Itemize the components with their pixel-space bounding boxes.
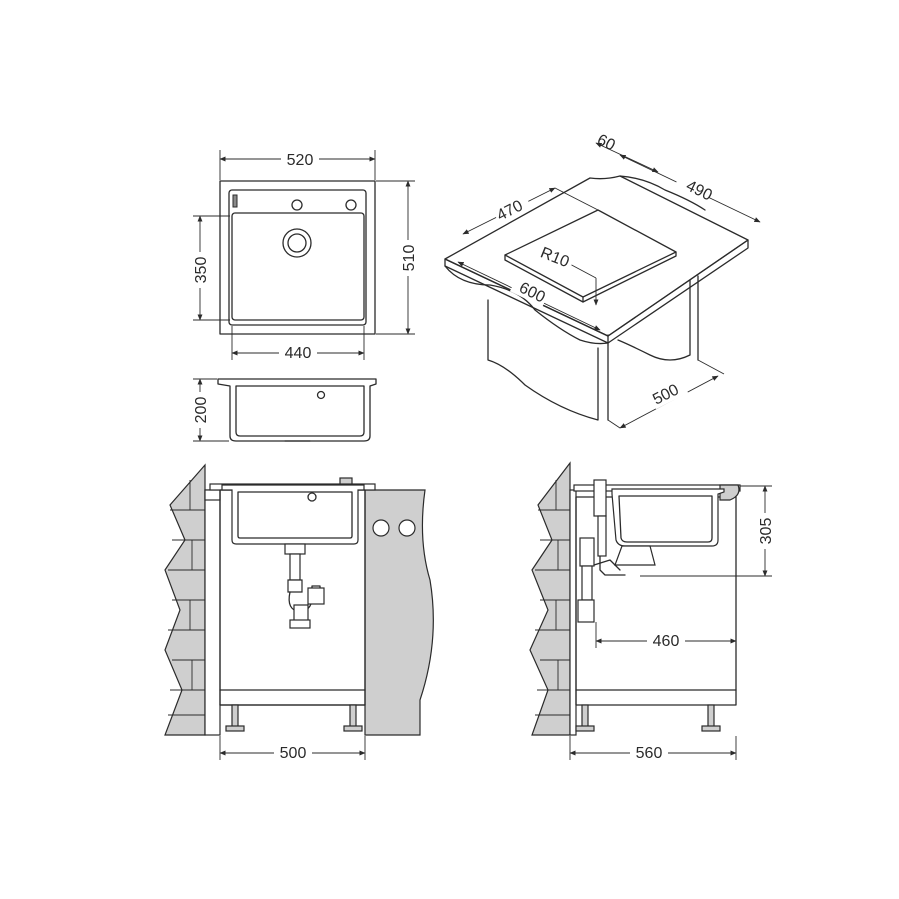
front-sink [221,484,365,545]
dim-bowl-width: 440 [285,345,312,362]
siphon-side [579,537,595,567]
bowl-outline [231,212,365,321]
leg-left [231,704,239,728]
dim-drain-offset: 460 [653,633,680,650]
dim-cutout-offset: 60 [594,131,618,154]
sink-section-outline [217,378,377,442]
side-installation-view: 305 460 560 [529,461,775,762]
side-leg-right [707,704,715,728]
overflow-hole-icon [345,199,357,211]
dim-bowl-depth: 200 [193,397,210,424]
wall-right-view [529,461,571,736]
sink-inner-rim [228,189,367,326]
socket-right-icon [398,519,416,537]
dim-top-height: 510 [401,245,418,272]
cabinet-side-panel [617,279,691,361]
socket-left-icon [372,519,390,537]
waste-basket [614,545,656,566]
cabinet-front-panel [487,299,599,421]
front-installation-view: 500 [164,463,434,762]
sink-outer-outline [219,180,376,335]
drain-inner-icon [287,233,307,253]
dim-drain-depth: 305 [758,518,775,545]
isometric-view: 60 490 470 R10 600 500 [444,131,761,429]
drain-outer-icon [282,228,312,258]
side-leg-left [581,704,589,728]
dim-cabinet-front-width: 500 [280,745,307,762]
section-view: 200 [191,378,377,442]
overflow-icon-front [307,492,317,502]
tap-hole-icon [291,199,303,211]
dim-cabinet-side-depth: 560 [636,745,663,762]
waste-outlet [284,543,306,555]
top-view: 520 510 350 440 [191,150,418,362]
side-sink [611,488,725,547]
adjacent-cabinet [364,489,434,736]
worktop-edge [444,239,749,344]
faucet-mark [232,194,238,208]
overflow-pipe [593,479,607,517]
bowl-section-inner [235,385,365,437]
dim-top-width: 520 [287,152,314,169]
leg-right [349,704,357,728]
dim-bowl-length: 350 [193,257,210,284]
dim-corner-radius: R10 [538,244,572,271]
overflow-icon [316,390,326,400]
